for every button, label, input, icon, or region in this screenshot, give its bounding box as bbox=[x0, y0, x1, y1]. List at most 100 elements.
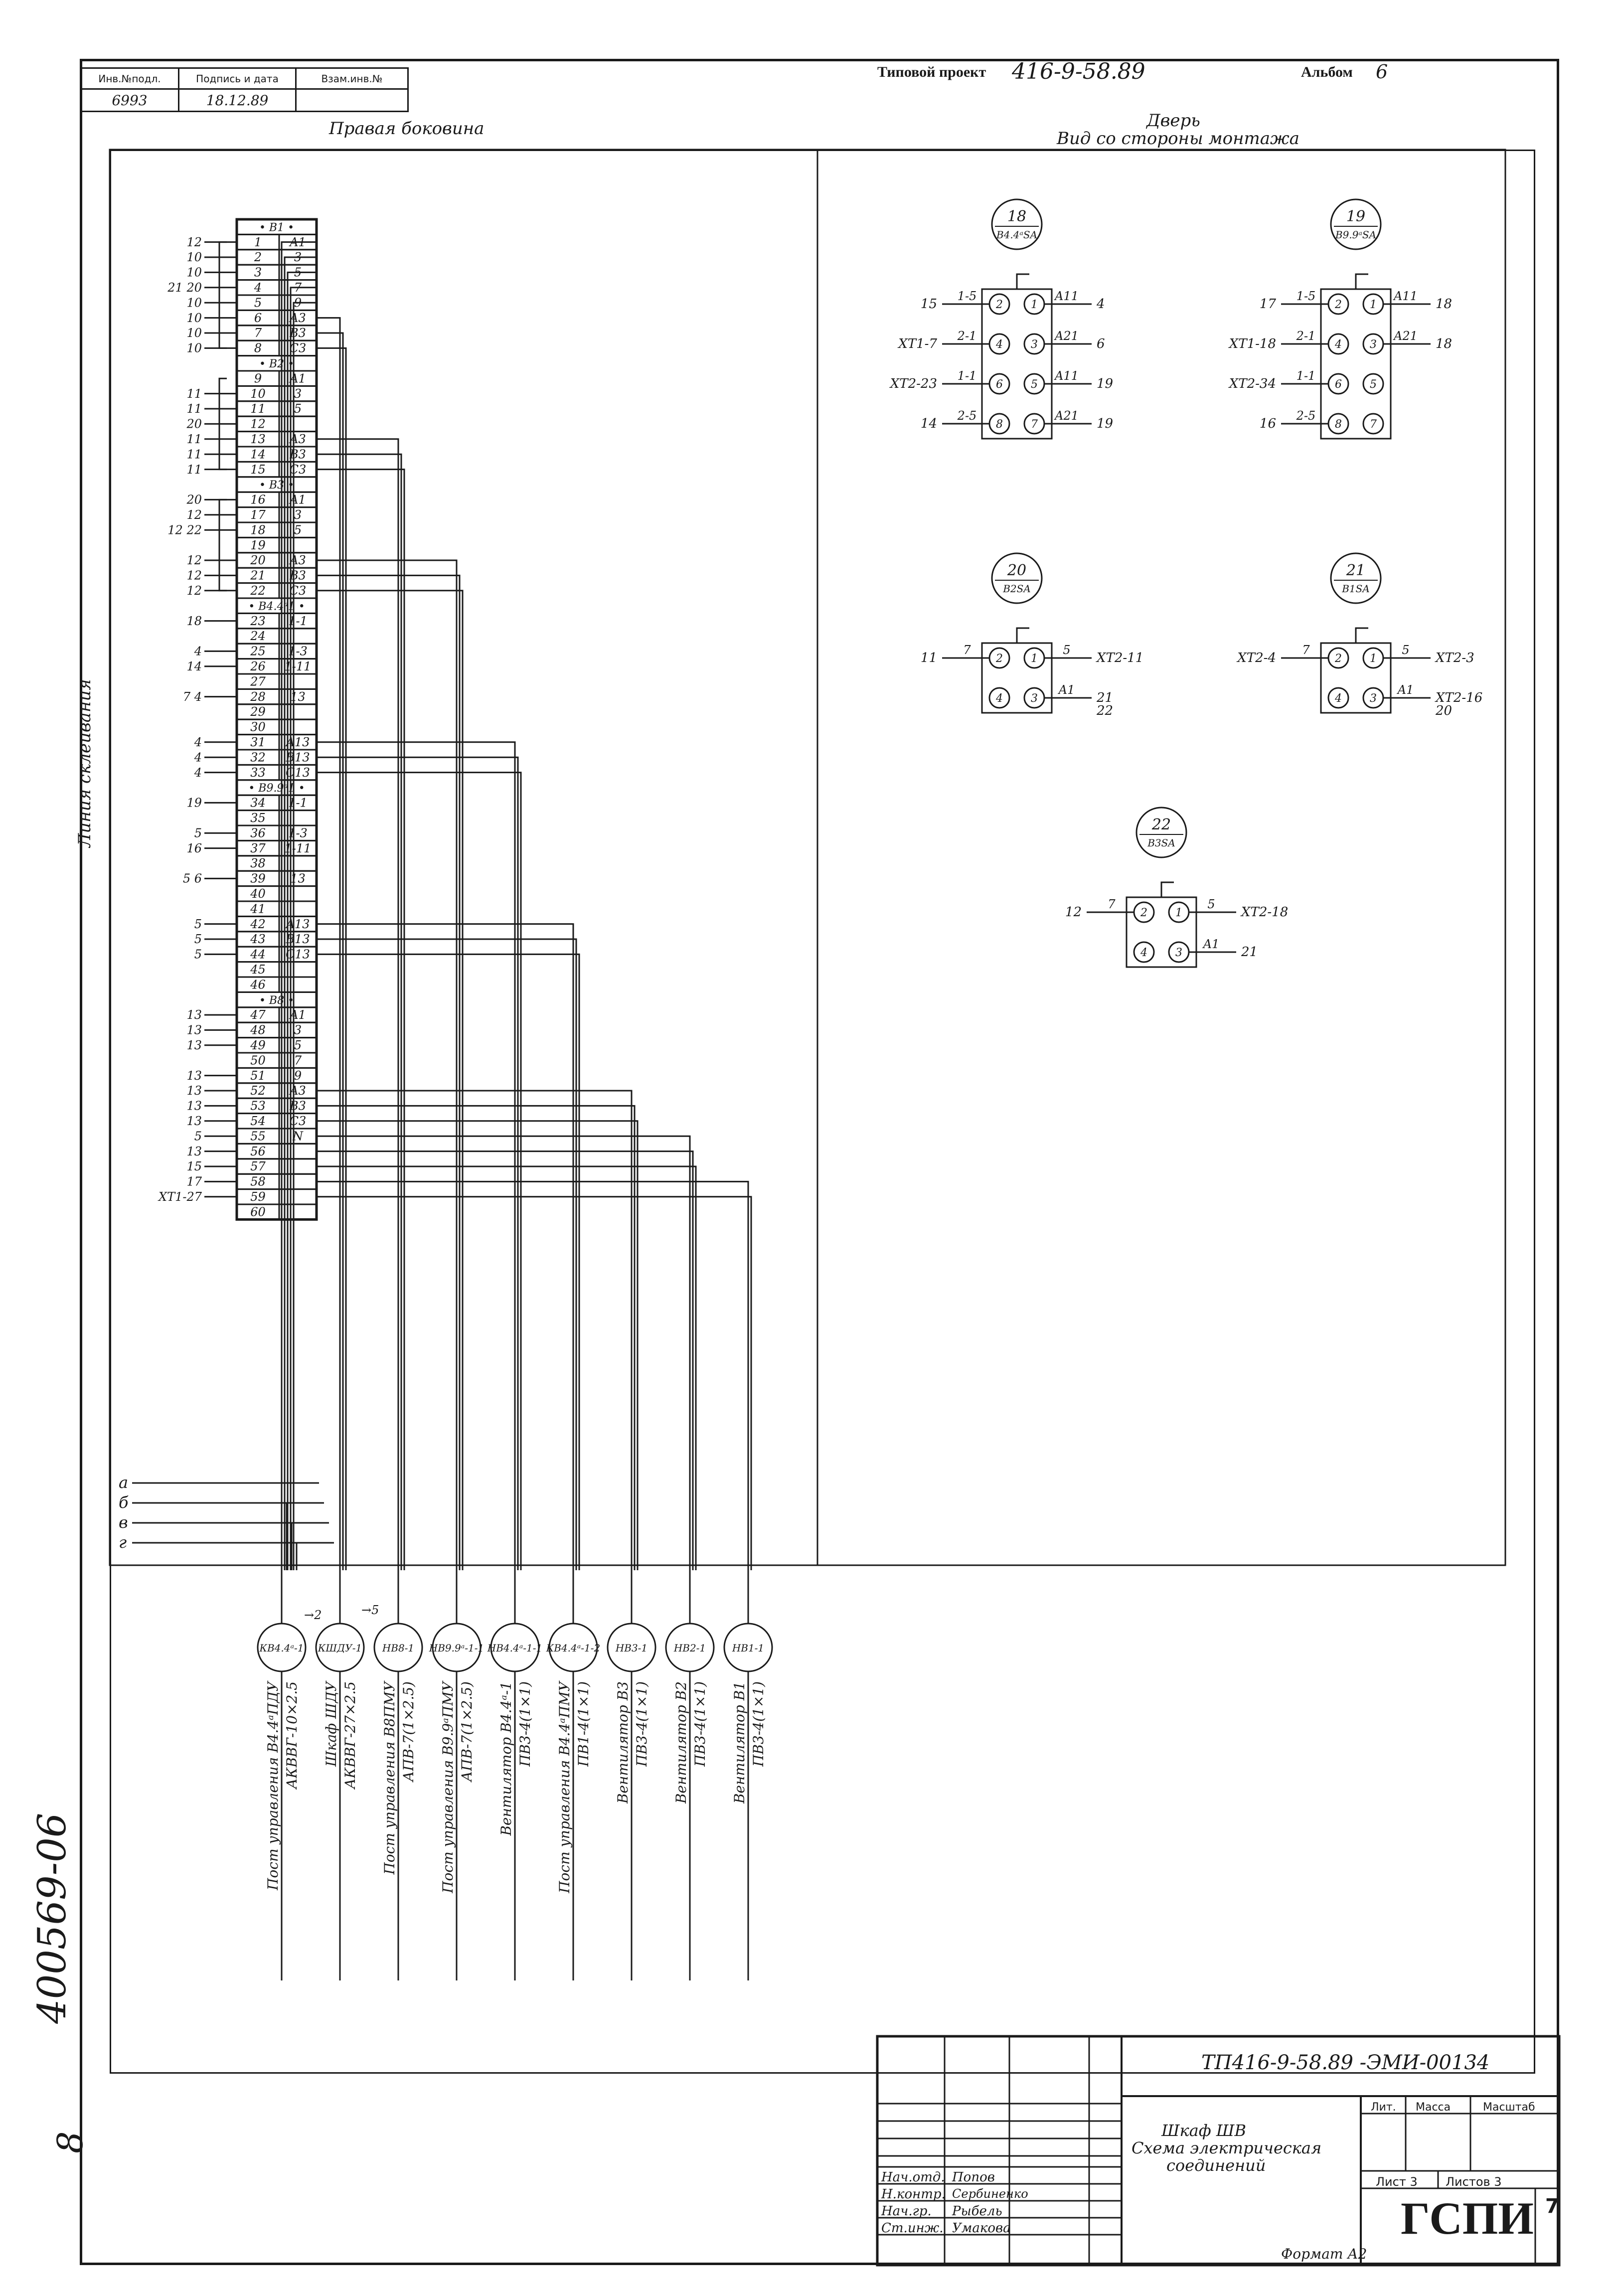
album-number: 6 bbox=[1376, 61, 1388, 83]
terminal-wire bbox=[317, 741, 516, 1570]
title-line-1: Шкаф ШВ bbox=[1161, 2121, 1246, 2140]
terminal-address: 3 bbox=[294, 508, 302, 522]
switch-left-wire-no: 2-5 bbox=[957, 409, 977, 423]
bus-mark: →5 bbox=[361, 1603, 379, 1617]
switch-left-dest: 17 bbox=[1260, 297, 1277, 312]
terminal-wire-label: 4 bbox=[194, 750, 202, 764]
terminal-wire-label: 13 bbox=[186, 1084, 202, 1098]
terminal-wire bbox=[317, 1150, 694, 1570]
terminal-number: 2 bbox=[254, 250, 262, 264]
switch-contact bbox=[1327, 687, 1349, 709]
right-panel-title: Дверь bbox=[1146, 111, 1200, 131]
switch-right-wire-no: 5 bbox=[1402, 643, 1409, 657]
switch-left-wire-no: 1-5 bbox=[1296, 289, 1316, 303]
switch-left-dest: XT1-7 bbox=[897, 336, 937, 351]
cable-type: ПВ3-4(1×1) bbox=[692, 1681, 708, 1767]
terminal-address: A1 bbox=[289, 493, 306, 507]
terminal-wire-label: 5 bbox=[194, 948, 202, 962]
switch-right-dest: XT2-18 bbox=[1240, 905, 1288, 920]
cable-tag: НВ1-1 bbox=[732, 1642, 764, 1654]
terminal-number: 29 bbox=[250, 705, 266, 719]
cable-type: ПВ3-4(1×1) bbox=[750, 1681, 767, 1767]
switch-handle bbox=[1355, 273, 1368, 289]
terminal-number: 10 bbox=[250, 387, 266, 401]
terminal-wire bbox=[293, 302, 317, 1570]
terminal-wire bbox=[317, 317, 341, 1570]
terminal-wire-label: 7 4 bbox=[183, 690, 202, 704]
switch-tag-number: 18 bbox=[1007, 208, 1026, 225]
cable-tag: КШДУ-1 bbox=[318, 1642, 362, 1654]
terminal-wire bbox=[317, 923, 574, 1570]
terminal-wire-label: 13 bbox=[186, 1069, 202, 1083]
terminal-wire bbox=[287, 271, 317, 1570]
switch-contact-number: 4 bbox=[995, 692, 1003, 705]
terminal-wire bbox=[317, 1180, 749, 1570]
terminal-number: 47 bbox=[250, 1008, 266, 1022]
terminal-address: A1 bbox=[289, 1008, 306, 1022]
switch-left-dest: 12 bbox=[1065, 905, 1082, 920]
col-scale: Масштаб bbox=[1483, 2101, 1535, 2114]
sheet-label: Лист 3 bbox=[1376, 2175, 1418, 2189]
switch-device-name: B3SA bbox=[1147, 837, 1175, 849]
terminal-number: 27 bbox=[250, 674, 266, 688]
switch-left-dest: 14 bbox=[921, 416, 937, 431]
terminal-address: B13 bbox=[285, 932, 310, 946]
terminal-block-outline bbox=[235, 218, 318, 1221]
terminal-wire-label: 18 bbox=[186, 614, 202, 628]
terminal-number: 32 bbox=[250, 750, 266, 764]
terminal-wire-label: 11 bbox=[186, 447, 202, 461]
door-panel-border bbox=[816, 149, 1506, 1566]
terminal-number: 30 bbox=[250, 720, 266, 734]
terminal-address: B3 bbox=[289, 569, 306, 583]
terminal-wire-label: 13 bbox=[186, 1114, 202, 1128]
terminal-number: 44 bbox=[250, 948, 266, 962]
terminal-wire-label: 15 bbox=[186, 1159, 202, 1173]
terminal-address: B3 bbox=[289, 447, 306, 461]
terminal-address: 13 bbox=[290, 690, 306, 704]
switch-handle bbox=[1160, 881, 1174, 897]
terminal-group-label: • B8 • bbox=[259, 994, 294, 1007]
terminal-wire bbox=[317, 332, 344, 1570]
switch-contact-number: 1 bbox=[1031, 653, 1038, 665]
terminal-address: A3 bbox=[289, 553, 306, 567]
switch-contact-number: 2 bbox=[995, 653, 1003, 665]
switch-left-wire-no: 7 bbox=[1302, 643, 1310, 657]
switch-left-wire-no: 2-5 bbox=[1296, 409, 1316, 423]
switch-contact-number: 4 bbox=[995, 338, 1003, 351]
terminal-wire-label: 14 bbox=[186, 659, 202, 673]
cable-tag: КВ4.4ᵃ-1 bbox=[259, 1642, 304, 1654]
terminal-address: 9 bbox=[294, 1069, 302, 1083]
title-block-frame bbox=[876, 2035, 1561, 2267]
switch-contact-number: 7 bbox=[1031, 418, 1038, 431]
switch-contact-number: 2 bbox=[1334, 299, 1342, 311]
terminal-wire bbox=[317, 772, 522, 1570]
terminal-wire bbox=[317, 438, 399, 1570]
switch-tag-circle bbox=[991, 552, 1043, 604]
terminal-wire bbox=[317, 953, 580, 1570]
terminal-wire-label: 13 bbox=[186, 1099, 202, 1113]
terminal-wire bbox=[317, 1090, 633, 1570]
terminal-wire bbox=[317, 590, 464, 1570]
terminal-number: 31 bbox=[250, 735, 266, 749]
cable-destination: Пост управления В4.4ᵃПМУ bbox=[556, 1680, 573, 1894]
terminal-wire-label: 13 bbox=[186, 1023, 202, 1037]
title-line-2: Схема электрическая bbox=[1132, 2138, 1322, 2157]
col-mass: Масса bbox=[1416, 2101, 1451, 2114]
switch-handle bbox=[1016, 273, 1029, 289]
terminal-number: 46 bbox=[250, 978, 266, 991]
terminal-wire-label: 12 bbox=[186, 508, 202, 522]
terminal-wire bbox=[317, 574, 461, 1570]
switch-right-wire-no: A11 bbox=[1054, 289, 1079, 303]
project-label: Типовой проект bbox=[877, 64, 986, 80]
terminal-address: A1 bbox=[289, 371, 306, 385]
bus-mark: →2 bbox=[304, 1608, 322, 1622]
switch-left-dest: XT2-4 bbox=[1236, 651, 1276, 665]
terminal-number: 50 bbox=[250, 1053, 266, 1067]
switch-right-wire-no: 5 bbox=[1207, 897, 1215, 911]
switch-right-wire-no: A11 bbox=[1054, 369, 1079, 383]
terminal-group-label: • B9.9ᵃ1 • bbox=[248, 782, 305, 795]
terminal-address: 3 bbox=[294, 1023, 302, 1037]
switch-right-dest: XT2-11 bbox=[1096, 651, 1143, 665]
terminal-address: N bbox=[292, 1129, 304, 1143]
terminal-number: 48 bbox=[250, 1023, 266, 1037]
